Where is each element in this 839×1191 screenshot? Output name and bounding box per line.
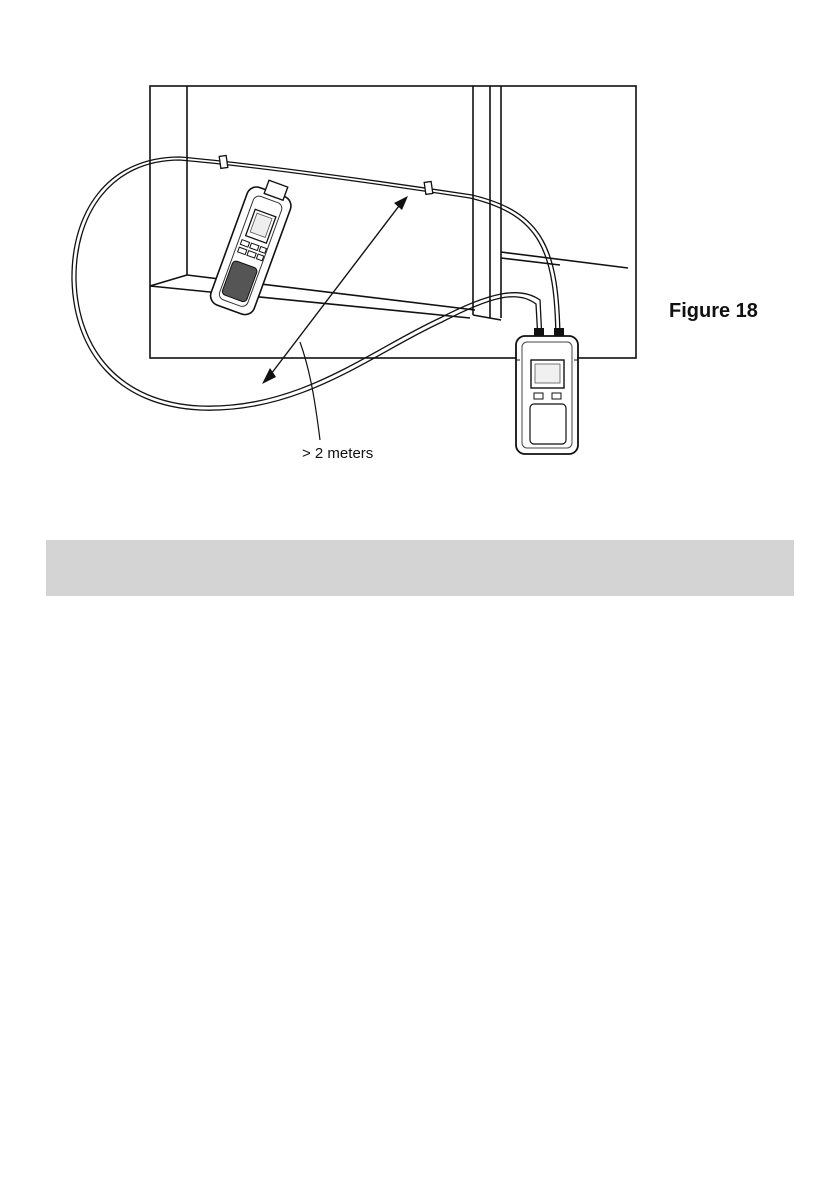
figure-caption: Figure 18 [669, 300, 758, 323]
figure-illustration [0, 0, 839, 500]
distance-label: > 2 meters [302, 445, 373, 462]
test-cable [72, 157, 560, 410]
section-banner [46, 540, 794, 596]
base-unit-icon [516, 328, 578, 454]
handheld-tester-icon [208, 175, 297, 318]
room-drawing [150, 86, 636, 358]
double-arrow [262, 196, 408, 440]
